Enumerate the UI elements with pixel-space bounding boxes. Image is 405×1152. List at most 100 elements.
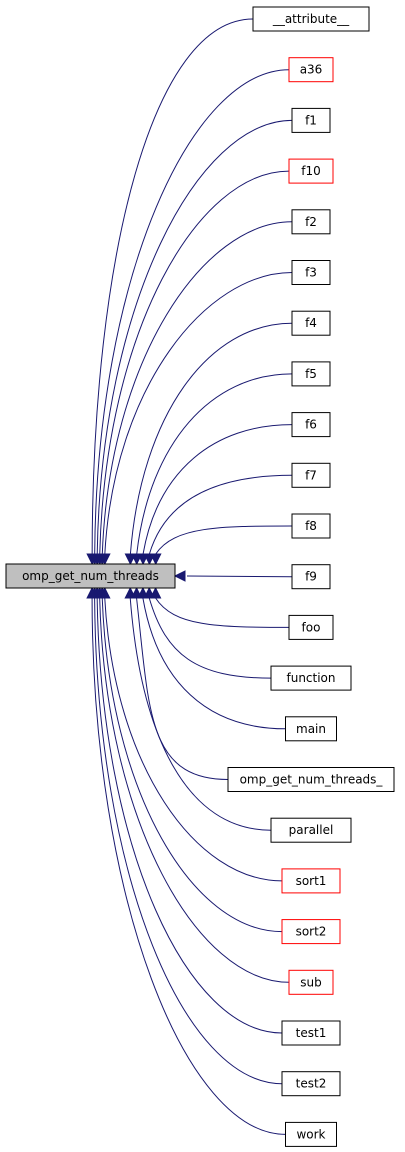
caller-node-f10[interactable]: f10 bbox=[288, 158, 334, 184]
caller-node-label: f9 bbox=[305, 570, 317, 584]
caller-node-parallel[interactable]: parallel bbox=[270, 817, 352, 843]
caller-node-f4[interactable]: f4 bbox=[291, 310, 331, 336]
caller-node-f3[interactable]: f3 bbox=[291, 260, 331, 285]
caller-node-box bbox=[291, 564, 331, 590]
edge-line bbox=[96, 119, 293, 555]
caller-node-attribute[interactable]: __attribute__ bbox=[252, 6, 370, 32]
caller-node-box bbox=[281, 1071, 341, 1097]
caller-nodes: __attribute__ a36 f1 f10 f2 f3 f4 f5 f6 f7 f8 f9 foo… bbox=[227, 6, 395, 1147]
caller-node-box bbox=[288, 158, 334, 184]
caller-node-label: f4 bbox=[305, 316, 317, 330]
caller-node-box bbox=[291, 513, 331, 539]
edge-function-to-root bbox=[143, 586, 272, 679]
edge-arrowhead bbox=[86, 586, 98, 599]
edge-f4-to-root bbox=[124, 322, 293, 566]
caller-node-sort2[interactable]: sort2 bbox=[281, 919, 341, 945]
caller-node-a36[interactable]: a36 bbox=[288, 57, 334, 83]
caller-node-label: f6 bbox=[305, 418, 317, 432]
caller-node-box bbox=[288, 614, 334, 640]
edge-arrowhead bbox=[173, 570, 186, 582]
caller-node-box bbox=[291, 310, 331, 336]
caller-node-sub[interactable]: sub bbox=[288, 969, 334, 995]
edge-work-to-root bbox=[86, 586, 286, 1135]
edge-line bbox=[142, 424, 293, 555]
caller-node-box bbox=[270, 817, 352, 843]
caller-node-label: f10 bbox=[301, 164, 321, 178]
caller-node-box bbox=[291, 209, 331, 235]
edge-line bbox=[148, 597, 272, 679]
caller-node-f5[interactable]: f5 bbox=[291, 361, 331, 387]
edge-test2-to-root bbox=[88, 586, 283, 1085]
caller-node-label: a36 bbox=[300, 63, 323, 77]
edge-line bbox=[91, 18, 254, 555]
edge-main-to-root bbox=[137, 586, 286, 730]
caller-node-box bbox=[281, 919, 341, 945]
edge-line bbox=[104, 272, 293, 555]
caller-node-box bbox=[291, 462, 331, 488]
caller-node-box bbox=[288, 969, 334, 995]
caller-node-label: test2 bbox=[296, 1077, 327, 1091]
caller-node-label: test1 bbox=[296, 1026, 327, 1040]
root-node[interactable]: omp_get_num_threads bbox=[5, 563, 176, 589]
edge-line bbox=[96, 597, 283, 1034]
edge-line bbox=[129, 322, 293, 555]
caller-node-box bbox=[288, 57, 334, 83]
edge-line bbox=[99, 170, 290, 555]
caller-node-label: f5 bbox=[305, 367, 317, 381]
call-edges bbox=[86, 18, 293, 1135]
caller-node-box bbox=[227, 767, 395, 792]
edge-line bbox=[101, 221, 293, 555]
caller-node-f1[interactable]: f1 bbox=[291, 107, 331, 133]
caller-node-f9[interactable]: f9 bbox=[291, 564, 331, 590]
edge-sort2-to-root bbox=[96, 586, 283, 933]
edge-line bbox=[91, 597, 286, 1135]
caller-node-label: omp_get_num_threads_ bbox=[240, 773, 384, 787]
caller-node-f6[interactable]: f6 bbox=[291, 412, 331, 438]
edge-arrowhead bbox=[99, 553, 111, 566]
caller-node-label: __attribute__ bbox=[272, 12, 350, 26]
caller-node-omp-get-num-threads[interactable]: omp_get_num_threads_ bbox=[227, 767, 395, 792]
caller-node-label: f3 bbox=[305, 266, 317, 280]
caller-node-f8[interactable]: f8 bbox=[291, 513, 331, 539]
caller-node-label: sort2 bbox=[296, 925, 327, 939]
edge-line bbox=[148, 474, 293, 555]
caller-node-function[interactable]: function bbox=[270, 665, 352, 691]
caller-node-sort1[interactable]: sort1 bbox=[281, 868, 341, 894]
edge-f5-to-root bbox=[130, 373, 293, 566]
edge-f6-to-root bbox=[137, 424, 293, 566]
caller-node-foo[interactable]: foo bbox=[288, 614, 334, 640]
caller-node-box bbox=[281, 1020, 341, 1046]
caller-node-label: f2 bbox=[305, 215, 317, 229]
caller-node-box bbox=[270, 665, 352, 691]
caller-node-work[interactable]: work bbox=[285, 1121, 337, 1147]
caller-node-main[interactable]: main bbox=[285, 716, 337, 742]
edge-line bbox=[136, 373, 293, 555]
edge-test1-to-root bbox=[91, 586, 283, 1034]
edge-f9-to-root bbox=[173, 570, 293, 582]
edge-line bbox=[129, 597, 272, 831]
caller-node-label: sub bbox=[300, 975, 321, 989]
caller-node-box bbox=[291, 260, 331, 285]
caller-node-f2[interactable]: f2 bbox=[291, 209, 331, 235]
edge-foo-to-root bbox=[149, 586, 290, 628]
edge-line bbox=[94, 69, 290, 555]
caller-node-test1[interactable]: test1 bbox=[281, 1020, 341, 1046]
caller-node-label: foo bbox=[302, 620, 321, 634]
edge-line bbox=[104, 597, 283, 882]
edge-f3-to-root bbox=[99, 272, 293, 566]
caller-node-test2[interactable]: test2 bbox=[281, 1071, 341, 1097]
edge-arrowhead bbox=[149, 553, 162, 566]
caller-node-label: parallel bbox=[289, 823, 334, 837]
edge-line bbox=[155, 597, 290, 628]
caller-node-f7[interactable]: f7 bbox=[291, 462, 331, 488]
caller-node-label: function bbox=[286, 671, 335, 685]
edge-line bbox=[142, 597, 286, 730]
edge-line bbox=[101, 597, 283, 933]
caller-node-box bbox=[291, 412, 331, 438]
caller-node-box bbox=[291, 107, 331, 133]
caller-node-box bbox=[285, 716, 337, 742]
edge-a36-to-root bbox=[88, 69, 290, 566]
caller-node-box bbox=[281, 868, 341, 894]
caller-node-label: f7 bbox=[305, 468, 317, 482]
edge-arrowhead bbox=[124, 586, 137, 599]
